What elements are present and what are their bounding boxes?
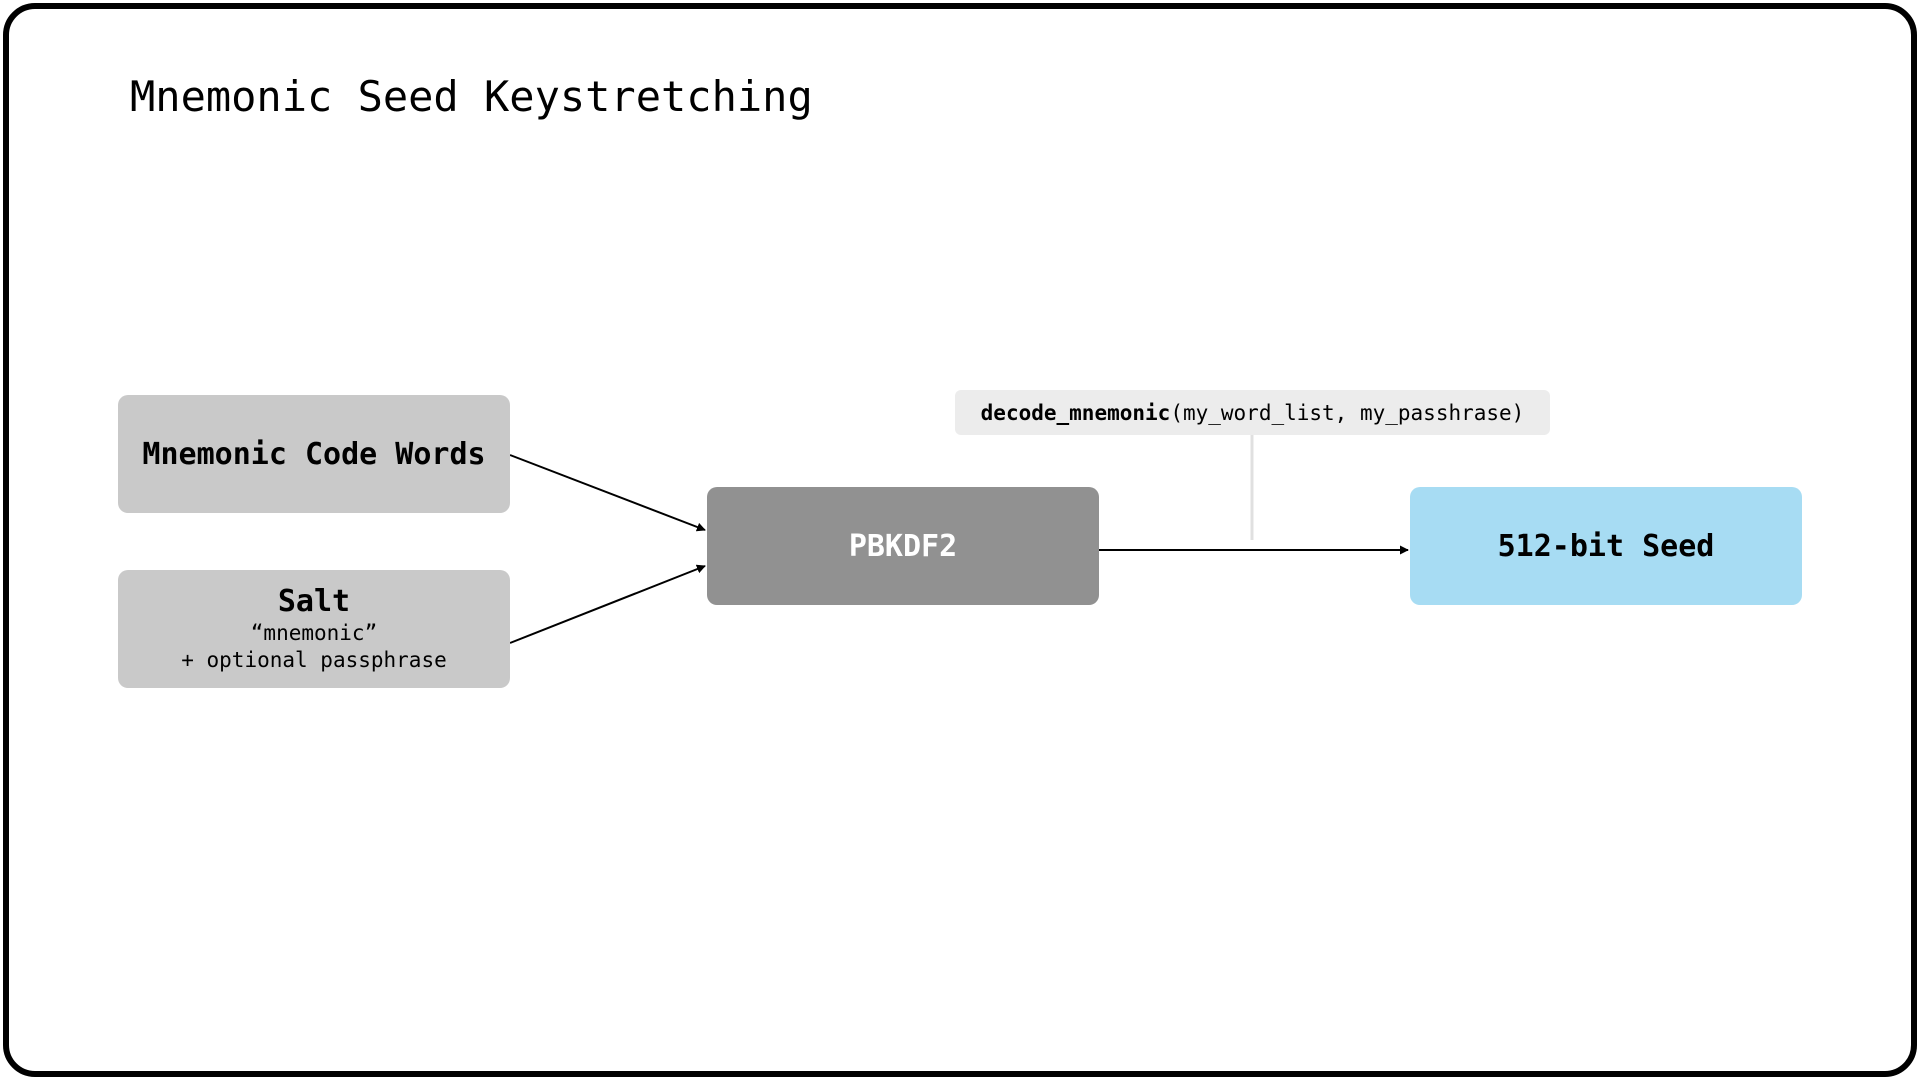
code-arguments: (my_word_list, my_passhrase) — [1170, 400, 1525, 425]
seed-node: 512-bit Seed — [1410, 487, 1802, 605]
code-annotation: decode_mnemonic(my_word_list, my_passhra… — [955, 390, 1550, 435]
salt-node: Salt “mnemonic” + optional passphrase — [118, 570, 510, 688]
pbkdf2-node: PBKDF2 — [707, 487, 1099, 605]
pbkdf2-label: PBKDF2 — [848, 528, 958, 564]
mnemonic-code-words-label: Mnemonic Code Words — [142, 436, 486, 472]
code-function-name: decode_mnemonic — [980, 400, 1171, 425]
diagram-title: Mnemonic Seed Keystretching — [130, 72, 813, 121]
mnemonic-code-words-node: Mnemonic Code Words — [118, 395, 510, 513]
salt-passphrase-text: + optional passphrase — [181, 648, 447, 672]
salt-mnemonic-text: “mnemonic” — [250, 621, 378, 645]
salt-label: Salt — [277, 584, 351, 619]
seed-label: 512-bit Seed — [1497, 528, 1715, 564]
